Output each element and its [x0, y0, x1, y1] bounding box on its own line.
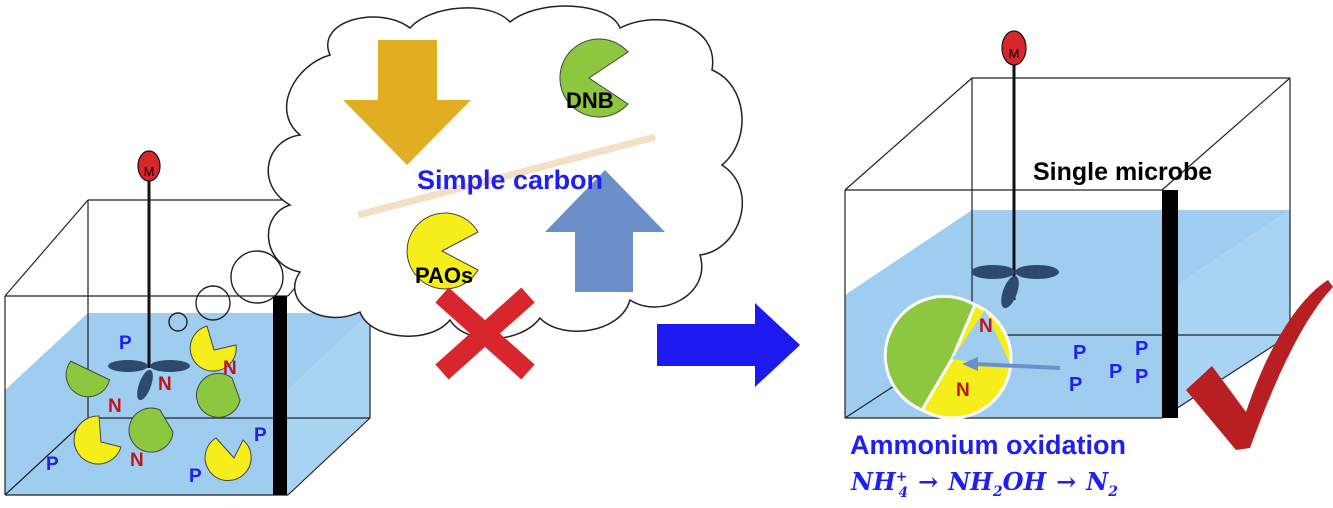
yellow-microbe: [189, 325, 237, 372]
left-letter-n: N: [130, 450, 144, 471]
left-tank: M P N N N N P P P: [4, 150, 371, 496]
left-letter-p: P: [254, 425, 267, 446]
yellow-microbe: [73, 415, 122, 465]
divider-line: [357, 133, 656, 219]
check-mark-icon: [1186, 280, 1333, 450]
bubbles: [168, 250, 284, 332]
right-water-side: [1162, 210, 1290, 418]
right-letter-p: P: [1135, 338, 1148, 360]
right-letter-p: P: [1073, 342, 1086, 364]
uptake-arrow: [962, 357, 1061, 371]
left-motor-label: M: [144, 164, 155, 179]
red-cross-icon: [435, 287, 535, 380]
simple-carbon-label: Simple carbon: [417, 165, 603, 195]
green-microbe: [195, 372, 241, 418]
paos-label: PAOs: [415, 263, 473, 288]
single-microbe-label: Single microbe: [1033, 158, 1212, 186]
yellow-microbe: [204, 437, 252, 482]
left-microbes: [65, 325, 252, 482]
orange-down-arrow: [343, 40, 471, 165]
right-letter-p: P: [1069, 374, 1082, 396]
right-letter-p: P: [1135, 366, 1148, 388]
right-motor: [1001, 30, 1027, 66]
dnb-label: DNB: [566, 88, 614, 113]
right-motor-label: M: [1009, 46, 1020, 61]
reaction-equation: NH+4→NH2OH→N2: [850, 467, 1118, 501]
left-letter-n: N: [158, 374, 172, 395]
left-motor: [137, 150, 161, 182]
right-letter-n: N: [956, 380, 970, 401]
left-impeller: [108, 360, 190, 401]
process-arrow: [657, 303, 800, 387]
right-black-wall: [1162, 190, 1178, 418]
ammonium-oxidation-label: Ammonium oxidation: [850, 430, 1126, 460]
dnb-microbe: [559, 38, 629, 118]
left-letter-n: N: [223, 358, 237, 379]
right-tank: Single microbe M N N P P: [844, 30, 1291, 420]
combined-microbe: [883, 294, 1013, 420]
green-microbe: [65, 360, 111, 398]
left-water-side: [288, 313, 370, 495]
left-letter-p: P: [189, 466, 202, 487]
left-letter-n: N: [108, 396, 122, 417]
paos-microbe: [406, 212, 479, 290]
left-black-wall: [273, 296, 287, 495]
right-water-surface: [845, 210, 1290, 295]
blue-up-arrow: [545, 170, 665, 292]
left-letter-p: P: [119, 333, 132, 354]
left-letter-p: P: [46, 454, 59, 475]
thought-cloud: DNB Simple carbon PAOs: [267, 5, 744, 380]
green-microbe: [128, 407, 174, 453]
right-impeller: [971, 265, 1059, 309]
right-letter-n: N: [979, 316, 993, 337]
right-letter-p: P: [1109, 361, 1122, 383]
